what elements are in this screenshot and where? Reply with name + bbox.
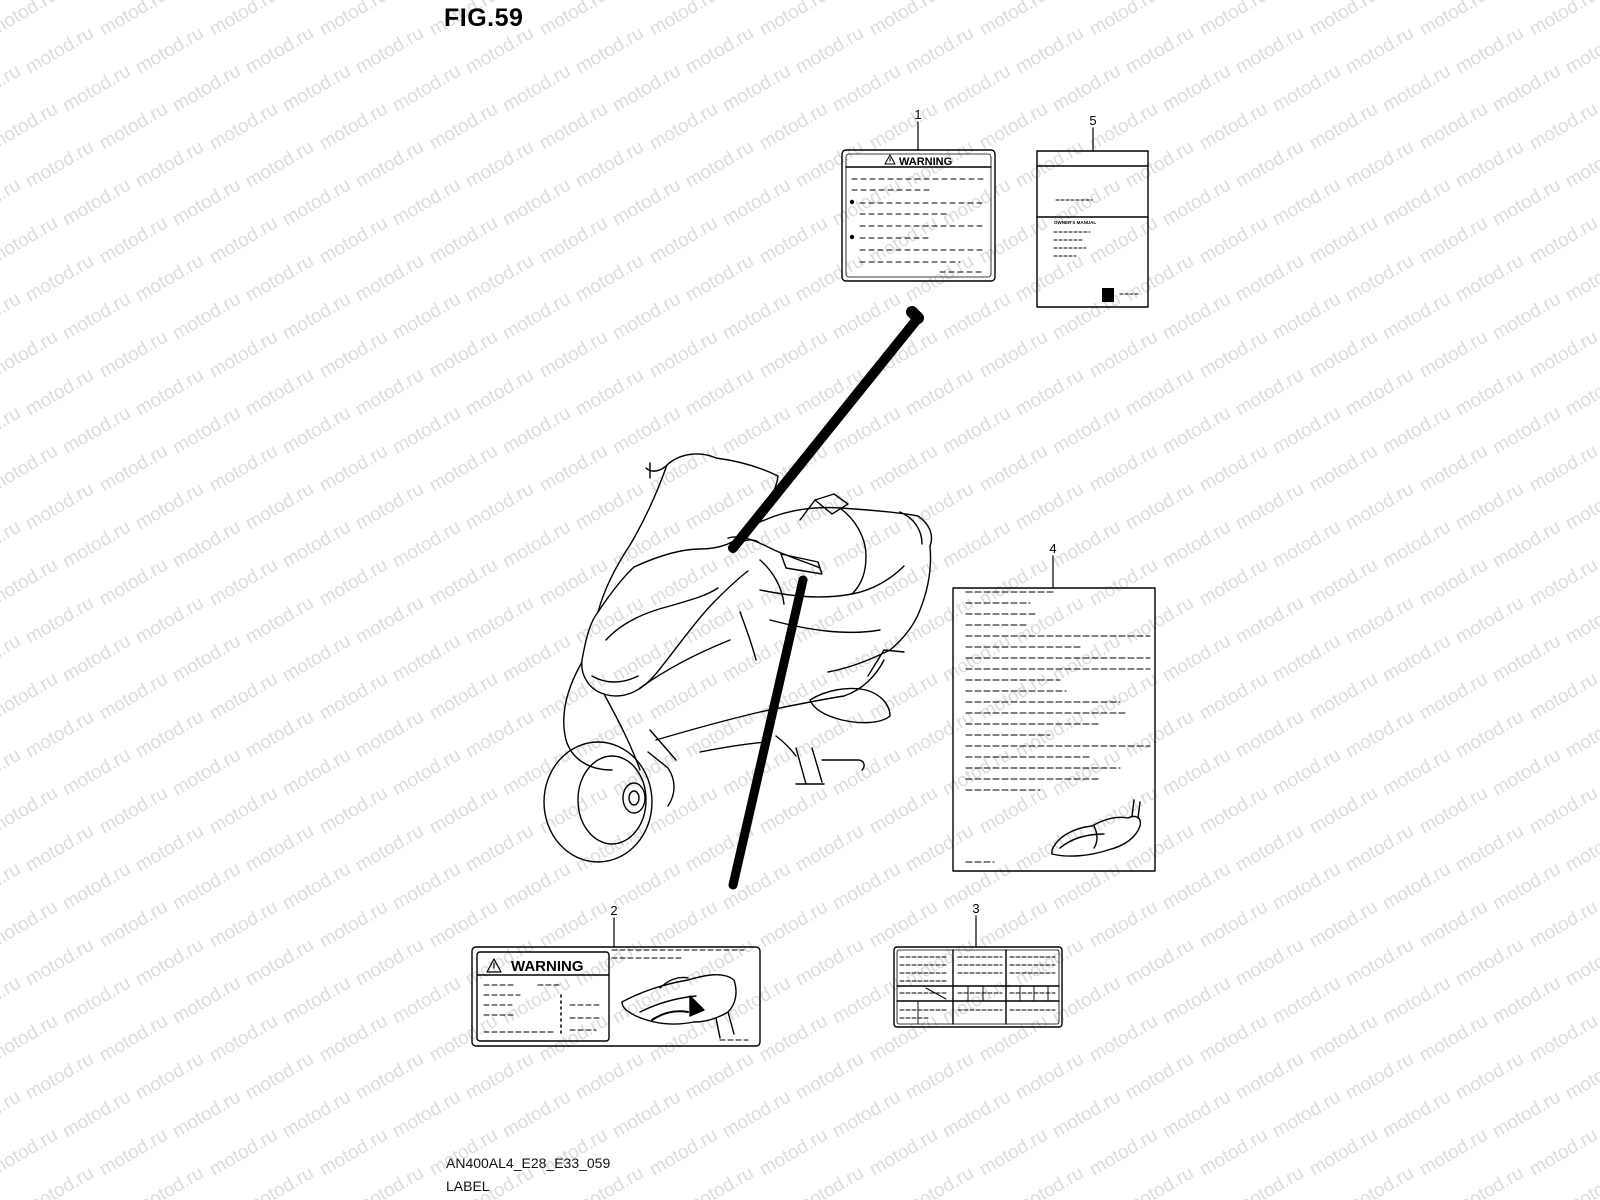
leader-line-label-1 xyxy=(728,313,923,553)
figure-title: FIG.59 xyxy=(444,4,524,32)
warning-label-2 xyxy=(471,946,761,1047)
callout-number-5: 5 xyxy=(1089,113,1096,128)
owners-manual-5 xyxy=(1036,150,1149,308)
warning-text-label-2: WARNING xyxy=(511,958,584,975)
manual-sheet-4 xyxy=(952,587,1156,872)
callout-number-4: 4 xyxy=(1049,541,1056,556)
info-label-3 xyxy=(893,946,1063,1028)
warning-label-1 xyxy=(841,149,996,282)
callout-number-2: 2 xyxy=(610,903,617,918)
scooter-illustration xyxy=(543,453,933,863)
figure-code: AN400AL4_E28_E33_059 xyxy=(446,1155,611,1171)
callout-number-1: 1 xyxy=(914,107,921,122)
warning-text-label-1: WARNING xyxy=(899,156,952,168)
figure-name: LABEL xyxy=(446,1178,490,1194)
callout-number-3: 3 xyxy=(972,901,979,916)
leader-line-label-2 xyxy=(728,575,808,890)
manual-caption-text: OWNER'S MANUAL xyxy=(1054,220,1096,225)
